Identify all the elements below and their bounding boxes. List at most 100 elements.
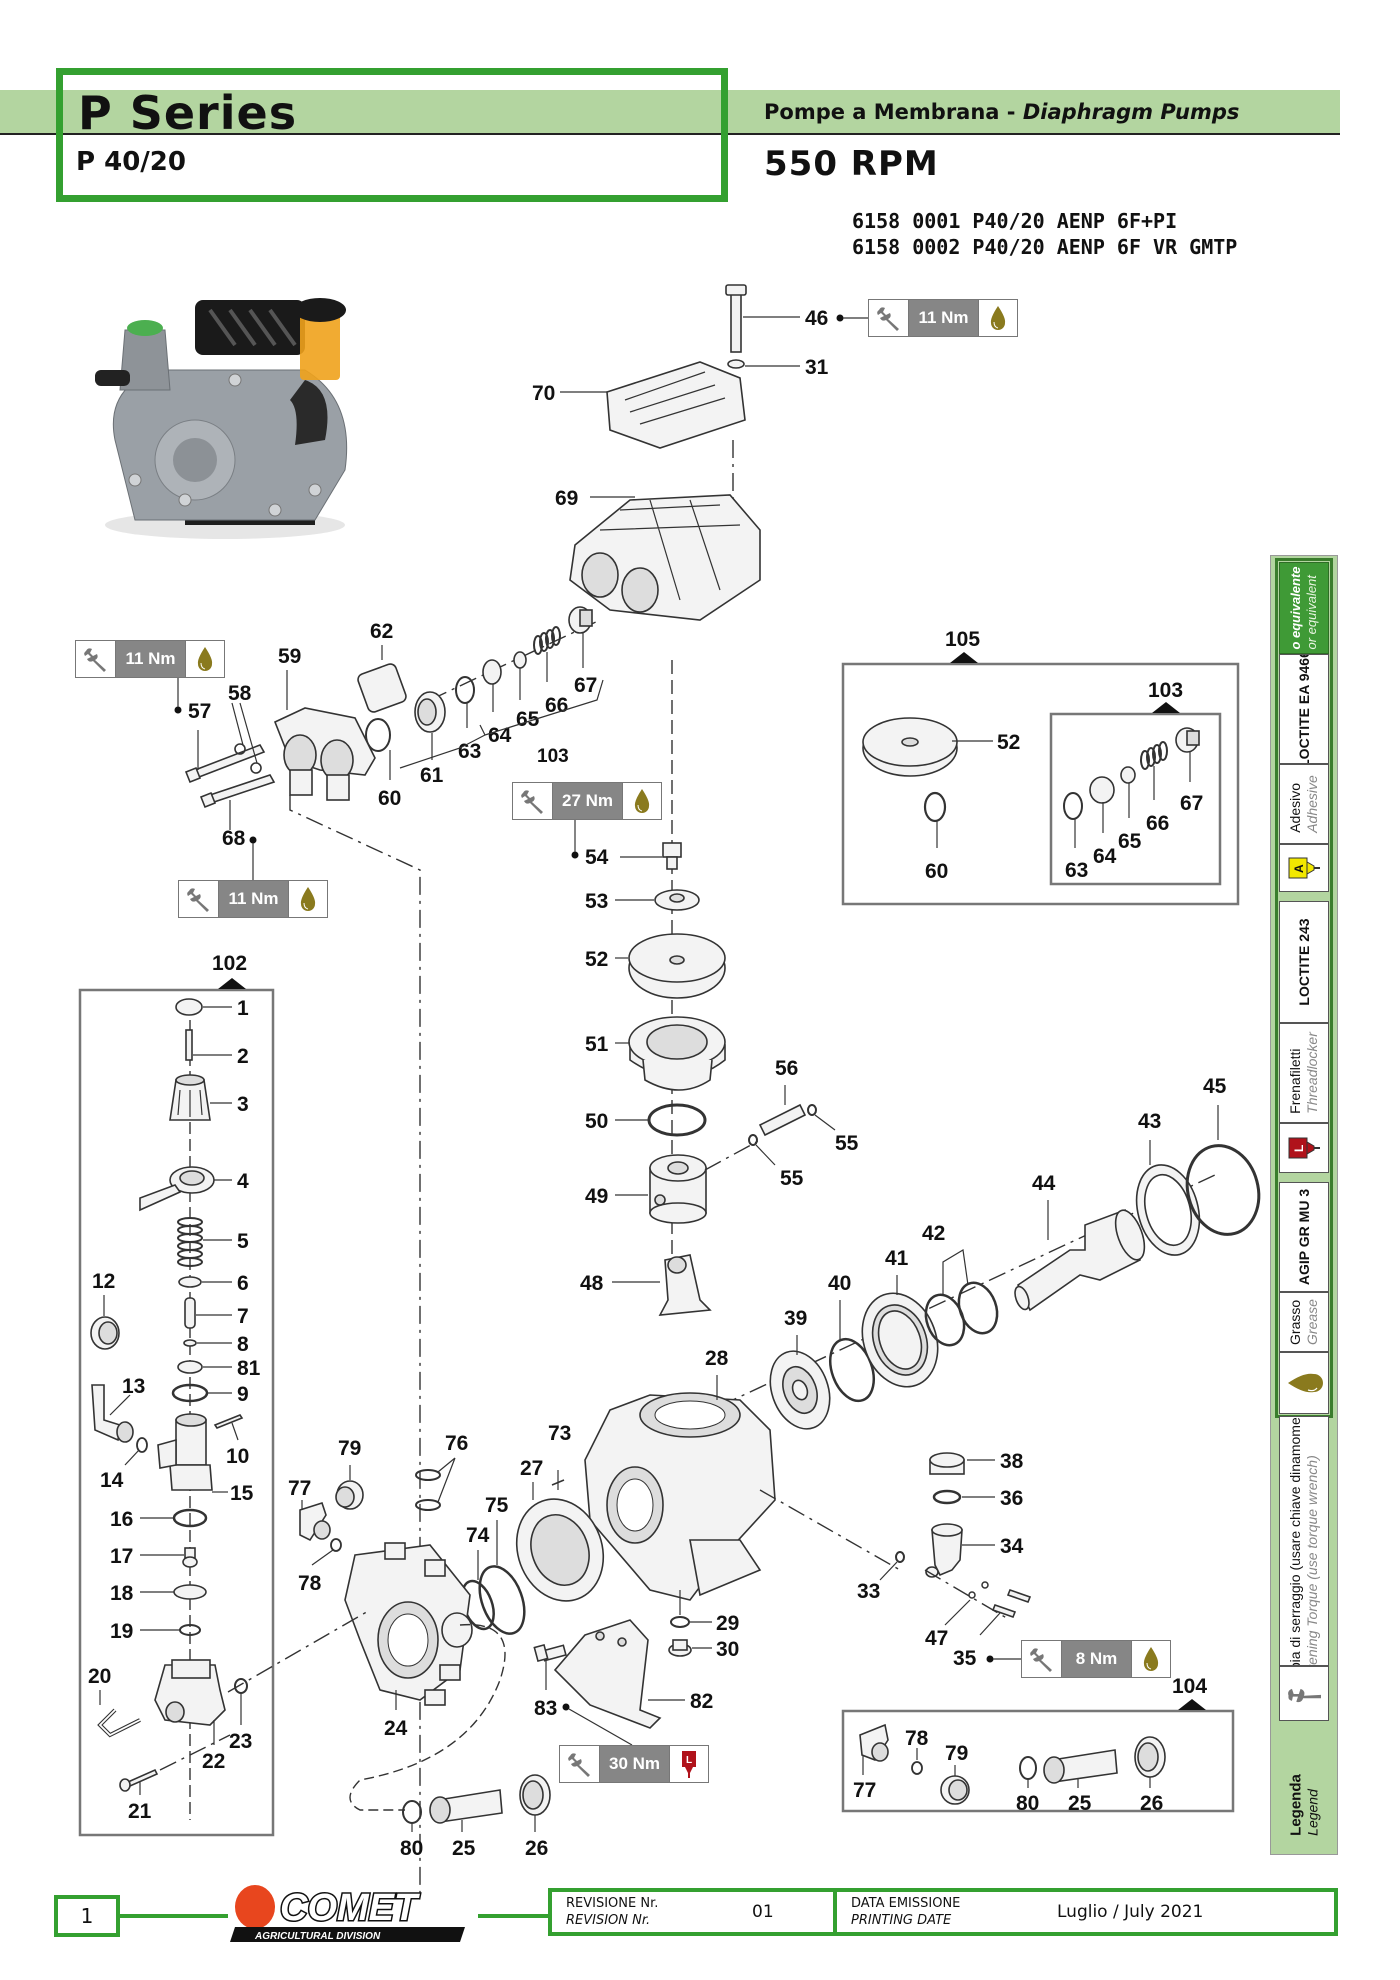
label-30: 30 bbox=[716, 1638, 739, 1661]
part-44-crankshaft bbox=[1014, 1208, 1146, 1312]
part-47-washer bbox=[968, 1591, 976, 1599]
label-52: 52 bbox=[585, 948, 608, 971]
part-46-bolt bbox=[725, 284, 747, 353]
series-title: P Series bbox=[78, 86, 298, 140]
legend-torque-en: Tightening Torque (use torque wrench) bbox=[1304, 1455, 1320, 1666]
comet-division: AGRICULTURAL DIVISION bbox=[254, 1931, 381, 1942]
wrench-icon bbox=[179, 881, 219, 917]
part-76-oring bbox=[415, 1499, 441, 1511]
revision-label-it: REVISIONE Nr. bbox=[566, 1896, 659, 1911]
part-38-reservoir-cap bbox=[929, 1452, 965, 1475]
kit-104-ring-nut-79 bbox=[940, 1775, 970, 1805]
label-76: 76 bbox=[445, 1432, 468, 1455]
rpm-label: 550 RPM bbox=[764, 144, 939, 184]
legend-threadlocker-product: LOCTITE 243 bbox=[1279, 901, 1329, 1023]
label-38: 38 bbox=[1000, 1450, 1024, 1473]
part-77-elbow-fitting bbox=[299, 1501, 331, 1542]
kit-103-valve-guide-64 bbox=[1089, 776, 1115, 804]
part-66-spring bbox=[533, 626, 561, 655]
torque-value: 8 Nm bbox=[1062, 1641, 1132, 1677]
footer-rule bbox=[478, 1914, 550, 1918]
label-83: 83 bbox=[534, 1697, 557, 1720]
part-24-pump-head bbox=[344, 1542, 473, 1706]
part-55-circlip bbox=[807, 1104, 817, 1116]
part-1-cap bbox=[175, 998, 203, 1016]
pump-photo bbox=[95, 298, 348, 539]
part-61-valve-seat bbox=[414, 691, 446, 733]
label-52: 52 bbox=[997, 731, 1020, 754]
label-36: 36 bbox=[1000, 1487, 1023, 1510]
label-15: 15 bbox=[230, 1482, 254, 1505]
label-39: 39 bbox=[784, 1307, 807, 1330]
legend-title-it: Legenda bbox=[1287, 1774, 1305, 1836]
threadlocker-icon: L bbox=[670, 1746, 708, 1782]
part-41-bearing bbox=[861, 1292, 939, 1388]
torque-badge-57: 11 Nm bbox=[75, 640, 225, 678]
label-21: 21 bbox=[128, 1800, 152, 1823]
revision-label-en: REVISION Nr. bbox=[566, 1913, 651, 1928]
label-56: 56 bbox=[775, 1057, 798, 1080]
label-27: 27 bbox=[520, 1457, 543, 1480]
torque-value: 11 Nm bbox=[219, 881, 289, 917]
part-55-circlip bbox=[748, 1134, 758, 1146]
part-12-ring-nut bbox=[90, 1316, 120, 1350]
label-63: 63 bbox=[1065, 859, 1088, 882]
grease-icon bbox=[186, 641, 224, 677]
label-4: 4 bbox=[237, 1170, 249, 1193]
kit-103-valve-disc-65 bbox=[1120, 766, 1136, 784]
part-69-valve-head bbox=[569, 494, 761, 621]
label-73: 73 bbox=[548, 1422, 571, 1445]
part-65-valve-disc bbox=[513, 651, 527, 669]
part-75-oring bbox=[478, 1565, 526, 1635]
comet-brand: COMET bbox=[280, 1887, 420, 1929]
part-68-bolt bbox=[199, 774, 276, 809]
part-43-oil-seal bbox=[1135, 1164, 1201, 1256]
label-74: 74 bbox=[466, 1524, 490, 1547]
label-8: 8 bbox=[237, 1333, 249, 1356]
part-33-oring bbox=[895, 1551, 905, 1563]
label-105: 105 bbox=[945, 628, 980, 651]
part-39-bearing bbox=[769, 1350, 831, 1430]
label-17: 17 bbox=[110, 1545, 133, 1568]
wrench-icon bbox=[76, 641, 116, 677]
kit-105-oring-60 bbox=[923, 791, 947, 823]
label-78: 78 bbox=[905, 1727, 929, 1750]
label-55: 55 bbox=[835, 1132, 859, 1155]
part-31-washer bbox=[727, 359, 745, 369]
label-43: 43 bbox=[1138, 1110, 1161, 1133]
part-21-screw bbox=[119, 1768, 159, 1792]
label-14: 14 bbox=[100, 1469, 124, 1492]
label-26: 26 bbox=[525, 1837, 548, 1860]
label-58: 58 bbox=[228, 682, 252, 705]
label-79: 79 bbox=[945, 1742, 968, 1765]
label-75: 75 bbox=[485, 1494, 509, 1517]
wrench-icon bbox=[869, 300, 909, 336]
label-78: 78 bbox=[298, 1572, 322, 1595]
part-26-ring-nut bbox=[519, 1774, 551, 1816]
kit-104-hose-fitting-25 bbox=[1043, 1749, 1118, 1784]
footer-rule bbox=[120, 1914, 228, 1918]
part-53-washer bbox=[654, 889, 700, 911]
label-82: 82 bbox=[690, 1690, 713, 1713]
product-code: 6158 0002 P40/20 AENP 6F VR GMTP bbox=[852, 235, 1238, 259]
label-67: 67 bbox=[1180, 792, 1203, 815]
part-17-valve bbox=[182, 1547, 198, 1568]
part-79-ring-nut bbox=[335, 1480, 364, 1510]
torque-badge-83: 30 Nm L bbox=[559, 1745, 709, 1783]
part-22-valve-base bbox=[154, 1659, 226, 1726]
label-33: 33 bbox=[857, 1580, 880, 1603]
date-label-it: DATA EMISSIONE bbox=[851, 1896, 961, 1911]
label-31: 31 bbox=[805, 356, 829, 379]
date-value: Luglio / July 2021 bbox=[1057, 1902, 1204, 1922]
pump-type-it: Pompe a Membrana bbox=[764, 100, 1000, 124]
part-70-head-cover bbox=[606, 361, 746, 449]
part-8-oring bbox=[183, 1339, 197, 1347]
label-25: 25 bbox=[452, 1837, 476, 1860]
part-49-piston bbox=[649, 1154, 707, 1224]
label-53: 53 bbox=[585, 890, 608, 913]
label-40: 40 bbox=[828, 1272, 851, 1295]
legend-grease-product: AGIP GR MU 3 bbox=[1279, 1182, 1329, 1292]
